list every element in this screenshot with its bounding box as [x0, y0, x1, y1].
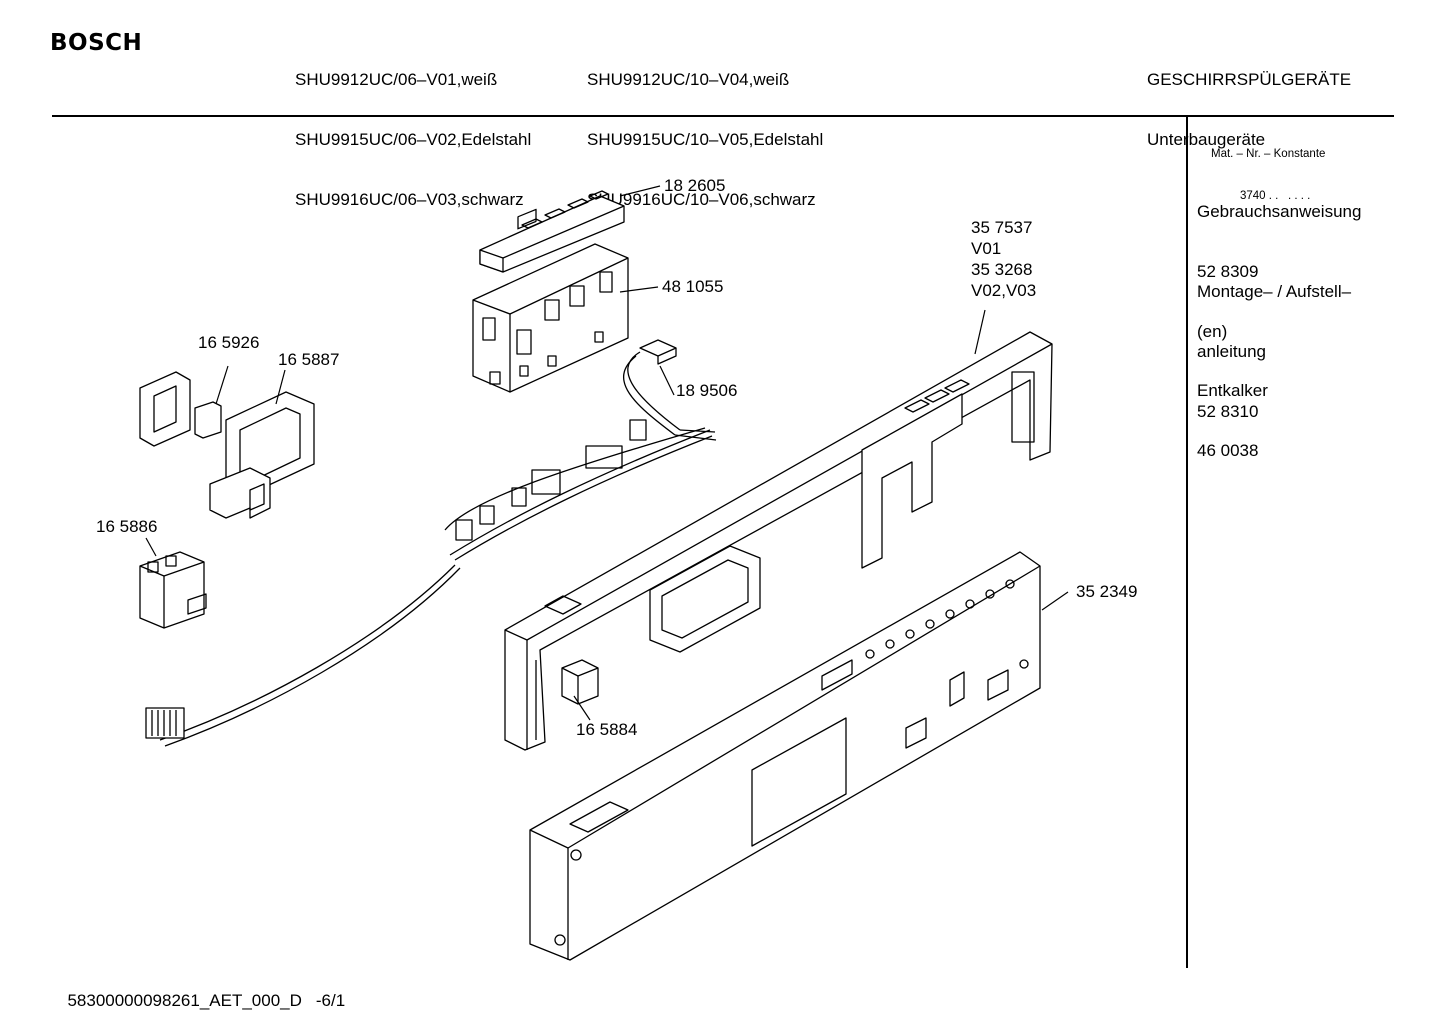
doc-line: Entkalker — [1197, 381, 1268, 400]
constant-block: Mat. – Nr. – Konstante 3740 . . . . . . — [1211, 119, 1325, 217]
document-id: 58300000098261_AET_000_D — [67, 991, 302, 1010]
brand-logo: BOSCH — [50, 30, 143, 56]
part-labels: 18 2605 48 1055 18 9506 16 5926 16 5887 … — [96, 176, 1137, 739]
model-list-col2: SHU9912UC/10–V04,weiß SHU9915UC/10–V05,E… — [587, 30, 823, 230]
doc-entry-manual: Gebrauchsanweisung 52 8309 (en) — [1197, 162, 1361, 362]
doc-line: Montage– / Aufstell– — [1197, 282, 1352, 301]
doc-line: 52 8310 — [1197, 402, 1259, 421]
model-item: SHU9915UC/06–V02,Edelstahl — [295, 130, 532, 149]
label-357537: 35 7537 — [971, 218, 1032, 237]
doc-line: 46 0038 — [1197, 441, 1259, 460]
part-wire-harness — [145, 339, 717, 747]
constant-value: 3740 . . . . . . — [1240, 190, 1311, 202]
sidebar-divider — [1186, 117, 1188, 968]
leader-lines — [145, 185, 1069, 721]
model-item: SHU9916UC/10–V06,schwarz — [587, 190, 816, 209]
label-481055: 48 1055 — [662, 277, 723, 296]
connector-row — [455, 419, 647, 541]
header-rule — [52, 115, 1394, 117]
constant-label: Mat. – Nr. – Konstante — [1211, 148, 1326, 160]
doc-line: anleitung — [1197, 342, 1267, 361]
label-353268: 35 3268 — [971, 260, 1032, 279]
doc-line: Gebrauchsanweisung — [1197, 202, 1362, 221]
part-front-panel — [529, 545, 1041, 961]
label-165884: 16 5884 — [576, 720, 637, 739]
category-title: GESCHIRRSPÜLGERÄTE — [1147, 70, 1352, 89]
part-cover — [139, 371, 222, 447]
label-352349: 35 2349 — [1076, 582, 1137, 601]
model-item: SHU9912UC/06–V01,weiß — [295, 70, 498, 89]
category-block: GESCHIRRSPÜLGERÄTE Unterbaugeräte — [1147, 30, 1351, 170]
category-subtitle: Unterbaugeräte — [1147, 130, 1266, 149]
model-list-col1: SHU9912UC/06–V01,weiß SHU9915UC/06–V02,E… — [295, 30, 531, 230]
part-bracket — [209, 391, 315, 519]
label-353268-variant: V02,V03 — [971, 281, 1036, 300]
label-165887: 16 5887 — [278, 350, 339, 369]
model-item: SHU9915UC/10–V05,Edelstahl — [587, 130, 824, 149]
label-357537-variant: V01 — [971, 239, 1001, 258]
model-item: SHU9912UC/10–V04,weiß — [587, 70, 790, 89]
label-182605: 18 2605 — [664, 176, 725, 195]
page-number: -6/1 — [315, 991, 346, 1010]
part-panel-frame — [504, 331, 1053, 751]
part-small-block — [561, 659, 599, 705]
doc-entry-installation: Montage– / Aufstell– anleitung 52 8310 — [1197, 242, 1351, 442]
model-item: SHU9916UC/06–V03,schwarz — [295, 190, 524, 209]
part-button-strip — [479, 190, 625, 273]
doc-line: 52 8309 — [1197, 262, 1259, 281]
footer: 58300000098261_AET_000_D -6/1 — [58, 971, 345, 1011]
doc-line: (en) — [1197, 322, 1228, 341]
doc-entry-descaler: Entkalker 46 0038 — [1197, 341, 1268, 481]
label-165886: 16 5886 — [96, 517, 157, 536]
part-relay — [139, 551, 207, 629]
part-control-module — [472, 243, 629, 393]
label-189506: 18 9506 — [676, 381, 737, 400]
label-165926: 16 5926 — [198, 333, 259, 352]
